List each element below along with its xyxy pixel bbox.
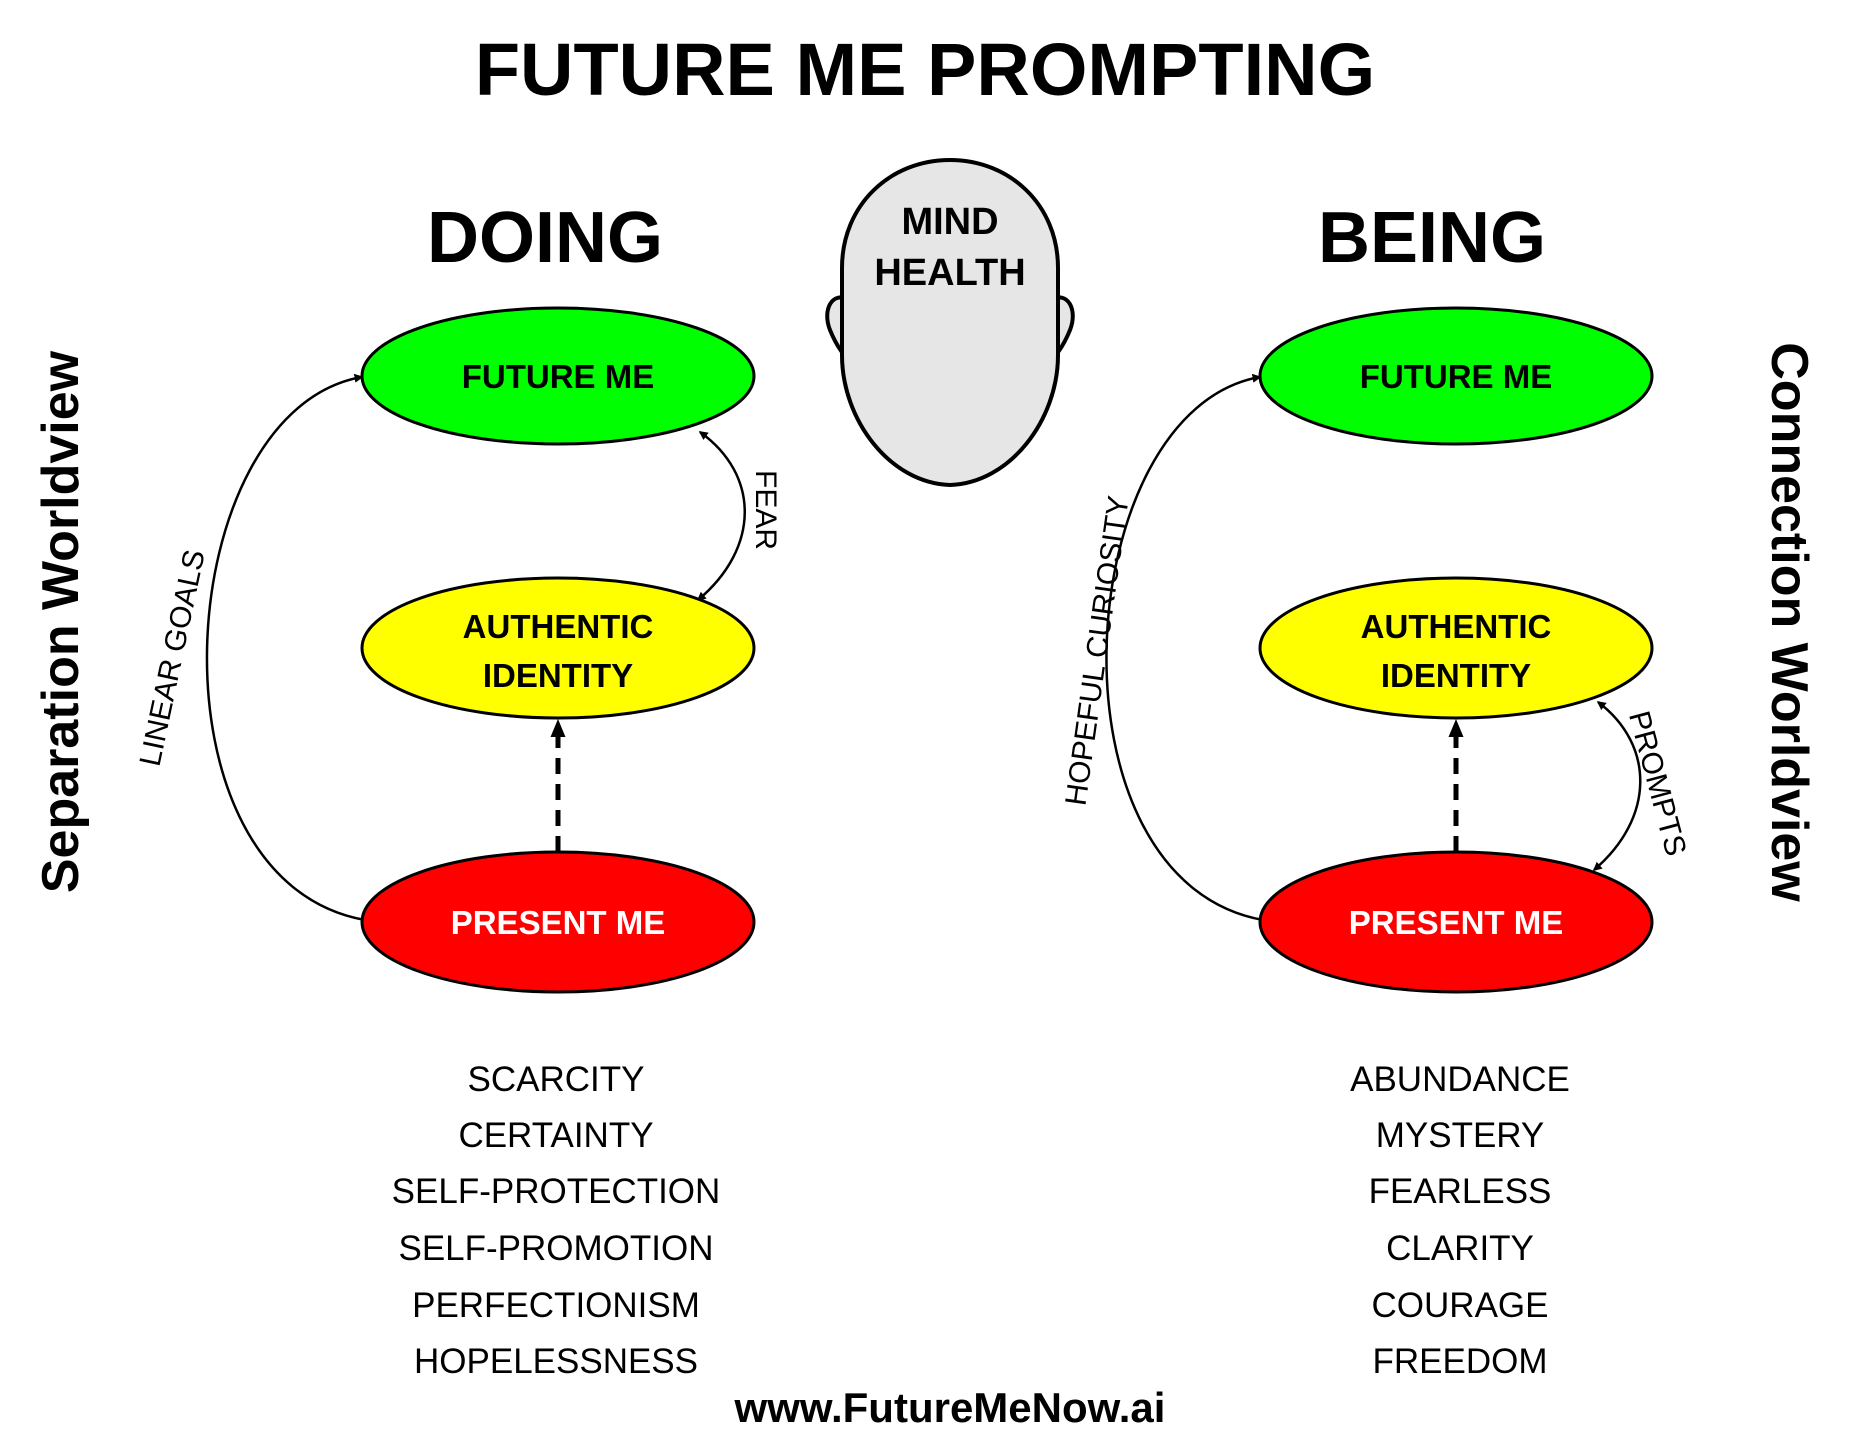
- mind-health-line1: MIND: [901, 201, 998, 243]
- left-authentic-label-2: IDENTITY: [483, 657, 633, 694]
- separation-worldview-label: Separation Worldview: [32, 350, 90, 893]
- left-authentic-identity-node: [360, 576, 756, 720]
- right-quality-item: MYSTERY: [1376, 1116, 1545, 1155]
- left-quality-item: PERFECTIONISM: [412, 1286, 700, 1325]
- hopeful-curiosity-label: HOPEFUL CURIOSITY: [1060, 494, 1136, 808]
- right-quality-item: FEARLESS: [1369, 1172, 1552, 1211]
- footer-website: www.FutureMeNow.ai: [734, 1384, 1166, 1431]
- fear-label: FEAR: [749, 470, 782, 550]
- connection-worldview-label: Connection Worldview: [1760, 342, 1818, 902]
- left-quality-item: SCARCITY: [468, 1060, 645, 1099]
- doing-heading: DOING: [427, 198, 663, 278]
- left-future-me-label: FUTURE ME: [462, 358, 655, 395]
- right-present-me-node: [1258, 850, 1654, 994]
- mind-health-line2: HEALTH: [874, 252, 1025, 294]
- left-authentic-label-1: AUTHENTIC: [463, 608, 654, 645]
- head-shape: [840, 157, 1060, 488]
- right-quality-item: FREEDOM: [1373, 1342, 1548, 1381]
- linear-goals-label: LINEAR GOALS: [134, 547, 212, 769]
- being-heading: BEING: [1318, 198, 1546, 278]
- left-present-me-node: [360, 850, 756, 994]
- left-future-me-node: [360, 306, 756, 446]
- fear-arrow: [696, 430, 746, 601]
- prompts-arrow: [1592, 701, 1642, 871]
- right-authentic-identity-node: [1258, 576, 1654, 720]
- right-quality-item: CLARITY: [1386, 1229, 1534, 1268]
- hopeful-curiosity-arrow: [1105, 373, 1264, 922]
- diagram-title: FUTURE ME PROMPTING: [475, 28, 1375, 111]
- linear-goals-arrow: [205, 373, 366, 922]
- being-diagram: HOPEFUL CURIOSITY PROMPTS FUTURE ME AUTH…: [1060, 306, 1692, 994]
- right-present-me-label: PRESENT ME: [1349, 904, 1564, 941]
- left-quality-item: SELF-PROTECTION: [392, 1172, 721, 1211]
- right-quality-item: ABUNDANCE: [1350, 1060, 1570, 1099]
- mind-health-head-icon: MIND HEALTH: [825, 157, 1075, 488]
- left-quality-item: SELF-PROMOTION: [398, 1229, 713, 1268]
- being-qualities-list: ABUNDANCE MYSTERY FEARLESS CLARITY COURA…: [1350, 1060, 1570, 1381]
- right-authentic-label-2: IDENTITY: [1381, 657, 1531, 694]
- doing-qualities-list: SCARCITY CERTAINTY SELF-PROTECTION SELF-…: [392, 1060, 721, 1381]
- right-authentic-label-1: AUTHENTIC: [1361, 608, 1552, 645]
- left-present-me-label: PRESENT ME: [451, 904, 666, 941]
- prompts-label: PROMPTS: [1622, 708, 1692, 860]
- right-quality-item: COURAGE: [1372, 1286, 1549, 1325]
- right-future-me-node: [1258, 306, 1654, 446]
- right-future-me-label: FUTURE ME: [1360, 358, 1553, 395]
- left-quality-item: CERTAINTY: [458, 1116, 653, 1155]
- left-quality-item: HOPELESSNESS: [414, 1342, 698, 1381]
- doing-diagram: LINEAR GOALS FEAR FUTURE ME AUTHENTIC ID…: [134, 306, 782, 994]
